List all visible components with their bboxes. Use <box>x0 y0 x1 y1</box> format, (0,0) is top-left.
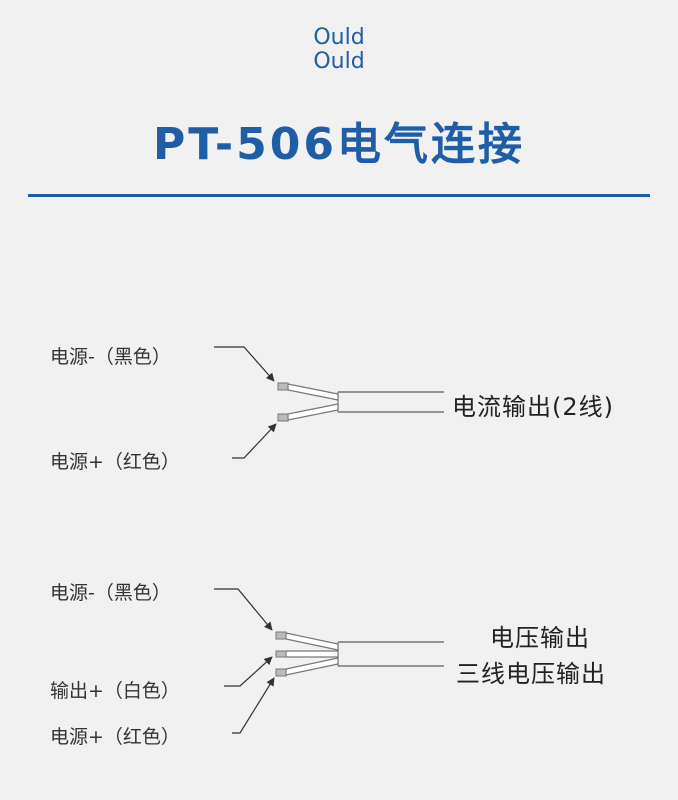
leader2-out <box>224 656 273 687</box>
label2-power-negative-black: 电源-（黑色） <box>50 582 171 604</box>
label2-power-positive-red: 电源+（红色） <box>50 726 180 748</box>
wire2-white-tip <box>275 650 287 658</box>
wire2-white <box>285 650 339 658</box>
diagram-voltage-output <box>214 588 444 734</box>
wire2-black <box>285 632 339 651</box>
wire-red <box>287 403 339 421</box>
leader2-neg <box>214 588 273 631</box>
brand-logo: Ould Ould <box>0 22 678 74</box>
logo-text-top: Ould <box>313 25 364 50</box>
wire-black <box>287 383 339 401</box>
label-three-wire-voltage-output: 三线电压输出 <box>456 660 606 688</box>
wire-red-tip <box>277 413 289 422</box>
label-power-positive-red: 电源+（红色） <box>50 451 180 473</box>
leader-pos <box>232 423 277 459</box>
title-divider <box>28 194 650 197</box>
ould-logo-icon: Ould Ould <box>313 25 364 74</box>
wire2-red-tip <box>275 668 287 677</box>
leader-neg <box>214 346 275 382</box>
leader2-pos <box>232 677 275 734</box>
diagram-current-output <box>214 346 444 459</box>
label-current-output: 电流输出(2线) <box>452 393 614 421</box>
wire2-black-tip <box>275 631 287 640</box>
wire2-red <box>285 657 339 676</box>
label2-output-positive-white: 输出+（白色） <box>50 680 180 702</box>
label-voltage-output: 电压输出 <box>490 624 590 652</box>
page-title: PT-506电气连接 <box>153 119 525 170</box>
wire-black-tip <box>277 382 289 391</box>
logo-text-bottom: Ould <box>313 49 364 74</box>
label-power-negative-black: 电源-（黑色） <box>50 346 171 368</box>
